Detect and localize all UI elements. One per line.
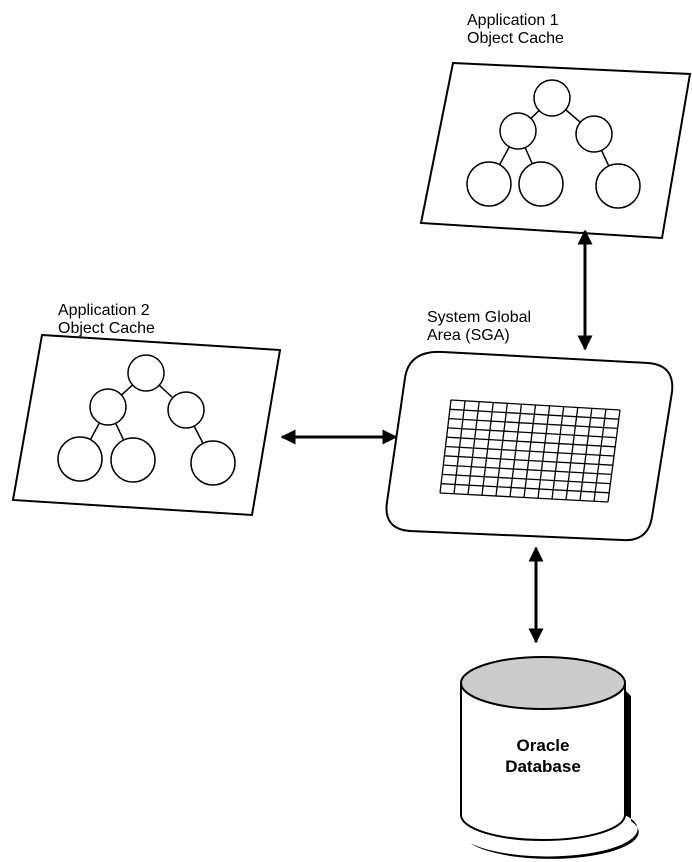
database-cylinder-body [460,683,626,841]
oracle-database [460,656,639,859]
sga-grid-line [447,427,617,439]
database-cylinder-top [460,656,626,710]
sga-grid-line [450,399,621,411]
sga-grid-line [439,492,609,503]
sga-memory-grid [439,399,621,503]
app2-node [167,391,205,429]
app1-object-cache [419,61,692,240]
sga-grid-line [448,417,618,430]
app1-node [575,115,613,153]
sga-grid-line [444,455,613,466]
app2-node [190,440,236,486]
sga-grid-line [445,445,615,457]
sga-grid-line [441,483,610,494]
app2-node [127,354,165,392]
app1-object-tree [466,79,641,209]
sga-grid-line [446,436,616,448]
app1-node [499,112,537,150]
app2-node [89,388,127,426]
sga [385,350,674,542]
app2-title-line2: Object Cache [58,320,155,337]
sga-grid-line [449,408,619,420]
database-label-line2: Database [505,757,581,776]
app2-object-cache [11,333,282,517]
sga-panel [385,350,674,542]
app1-node [533,79,571,117]
app2-node [57,436,103,482]
sga-title-line2: Area (SGA) [427,327,510,344]
app1-title-line1: Application 1 [467,12,559,29]
app1-node [518,161,564,207]
sga-grid-line [443,464,612,476]
sga-title-line1: System Global [427,309,532,326]
app2-title-line1: Application 2 [58,302,150,319]
app1-title-line2: Object Cache [467,30,564,47]
app2-object-tree [57,354,236,486]
database-label-line1: Oracle [516,736,570,755]
sga-grid-line [442,473,611,485]
app2-node [110,437,156,483]
app1-node [595,163,641,209]
app1-node [466,161,512,207]
